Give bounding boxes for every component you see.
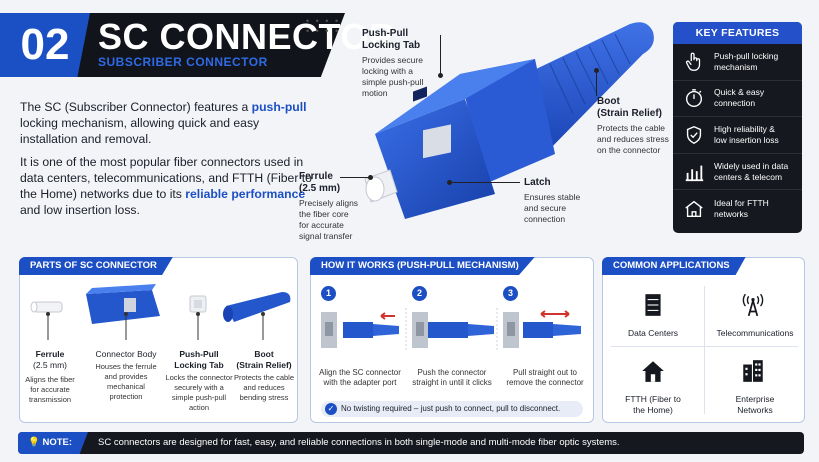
bar-chart-icon: [685, 165, 704, 181]
leader-line: [340, 177, 372, 178]
leader-dot: [368, 175, 373, 180]
page-title: SC CONNECTOR: [98, 16, 396, 57]
how-title: HOW IT WORKS (PUSH-PULL MECHANISM): [310, 257, 535, 275]
step-1-badge: 1: [321, 286, 336, 301]
intro-text: locking mechanism, allowing quick and ea…: [20, 116, 260, 146]
boot-part: [223, 292, 291, 322]
leader-dot: [447, 180, 452, 185]
divider: [704, 286, 705, 414]
app-label-data-centers: Data Centers: [627, 328, 679, 338]
callout-title: Ferrule: [299, 171, 333, 182]
office-building-icon: [743, 360, 763, 382]
stopwatch-icon: [685, 89, 703, 108]
step-3-badge: 3: [503, 286, 518, 301]
check-icon: ✓: [325, 403, 337, 415]
decorative-dots: • • • •• • • •: [306, 16, 341, 36]
intro-text: The SC (Subscriber Connector) features a: [20, 100, 252, 114]
parts-illustrations: [30, 284, 291, 324]
intro-text: and low insertion loss.: [20, 203, 140, 217]
part-label-ferrule: Ferrule(2.5 mm): [33, 349, 67, 370]
note-bar: 💡 NOTE: SC connectors are designed for f…: [18, 432, 804, 454]
intro-paragraph-2: It is one of the most popular fiber conn…: [20, 154, 320, 218]
divider: [611, 346, 798, 347]
note-label: 💡 NOTE:: [18, 432, 88, 454]
callout-title: (Strain Relief): [597, 108, 663, 119]
part-label-boot: Boot(Strain Relief): [236, 349, 292, 370]
callout-title: Boot: [597, 96, 620, 107]
tip-bar: ✓ No twisting required – just push to co…: [321, 401, 583, 417]
leader-dot: [594, 68, 599, 73]
step-3-illustration: [503, 310, 581, 348]
shield-check-icon: [686, 125, 702, 145]
parts-title: PARTS OF SC CONNECTOR: [19, 257, 173, 275]
intro-highlight: push-pull: [251, 100, 307, 114]
feature-item: High reliability &low insertion loss: [673, 117, 802, 154]
apps-title: COMMON APPLICATIONS: [602, 257, 746, 275]
tip-text: No twisting required – just push to conn…: [341, 404, 561, 413]
feature-label: High reliability &low insertion loss: [714, 123, 779, 145]
parts-leaders: [46, 312, 265, 340]
intro-paragraph-1: The SC (Subscriber Connector) features a…: [20, 99, 320, 147]
how-illustrations: [321, 308, 581, 352]
leader-dot: [438, 73, 443, 78]
house-icon: [685, 200, 703, 217]
callout-title: Latch: [524, 177, 551, 188]
key-features-title: KEY FEATURES: [673, 22, 802, 44]
intro-text: It is one of the most popular fiber conn…: [20, 155, 312, 201]
step-2-badge: 2: [412, 286, 427, 301]
note-text: SC connectors are designed for fast, eas…: [98, 437, 620, 448]
applications-panel: COMMON APPLICATIONS Data Centers Telecom…: [602, 257, 805, 423]
part-label-body: Connector Body: [95, 349, 157, 359]
hand-pointer-icon: [685, 52, 701, 71]
sc-connector-illustration: [364, 22, 654, 219]
leader-line: [440, 35, 441, 75]
lightbulb-icon: 💡: [28, 437, 40, 448]
connector-body-part: [86, 284, 160, 324]
leader-line: [450, 182, 520, 183]
callout-title: Push-Pull: [362, 28, 409, 39]
how-it-works-panel: HOW IT WORKS (PUSH-PULL MECHANISM) 1 2 3…: [310, 257, 594, 423]
intro-highlight: reliable performance: [185, 187, 306, 201]
leader-line: [596, 70, 597, 96]
section-number: 02: [0, 13, 90, 77]
callout-title: (2.5 mm): [299, 183, 341, 194]
connector-body-shape: [375, 99, 495, 219]
page-subtitle: SUBSCRIBER CONNECTOR: [98, 55, 268, 69]
antenna-tower-icon: [742, 293, 764, 317]
house-icon: [642, 361, 664, 382]
parts-panel: PARTS OF SC CONNECTOR Ferrule(2.5 mm) Al…: [19, 257, 298, 423]
server-rack-icon: [645, 294, 661, 316]
step-1-illustration: [321, 312, 399, 348]
app-label-telecom: Telecommunications: [716, 328, 794, 338]
step-2-illustration: [412, 312, 494, 348]
callout-title: Locking Tab: [362, 40, 421, 51]
